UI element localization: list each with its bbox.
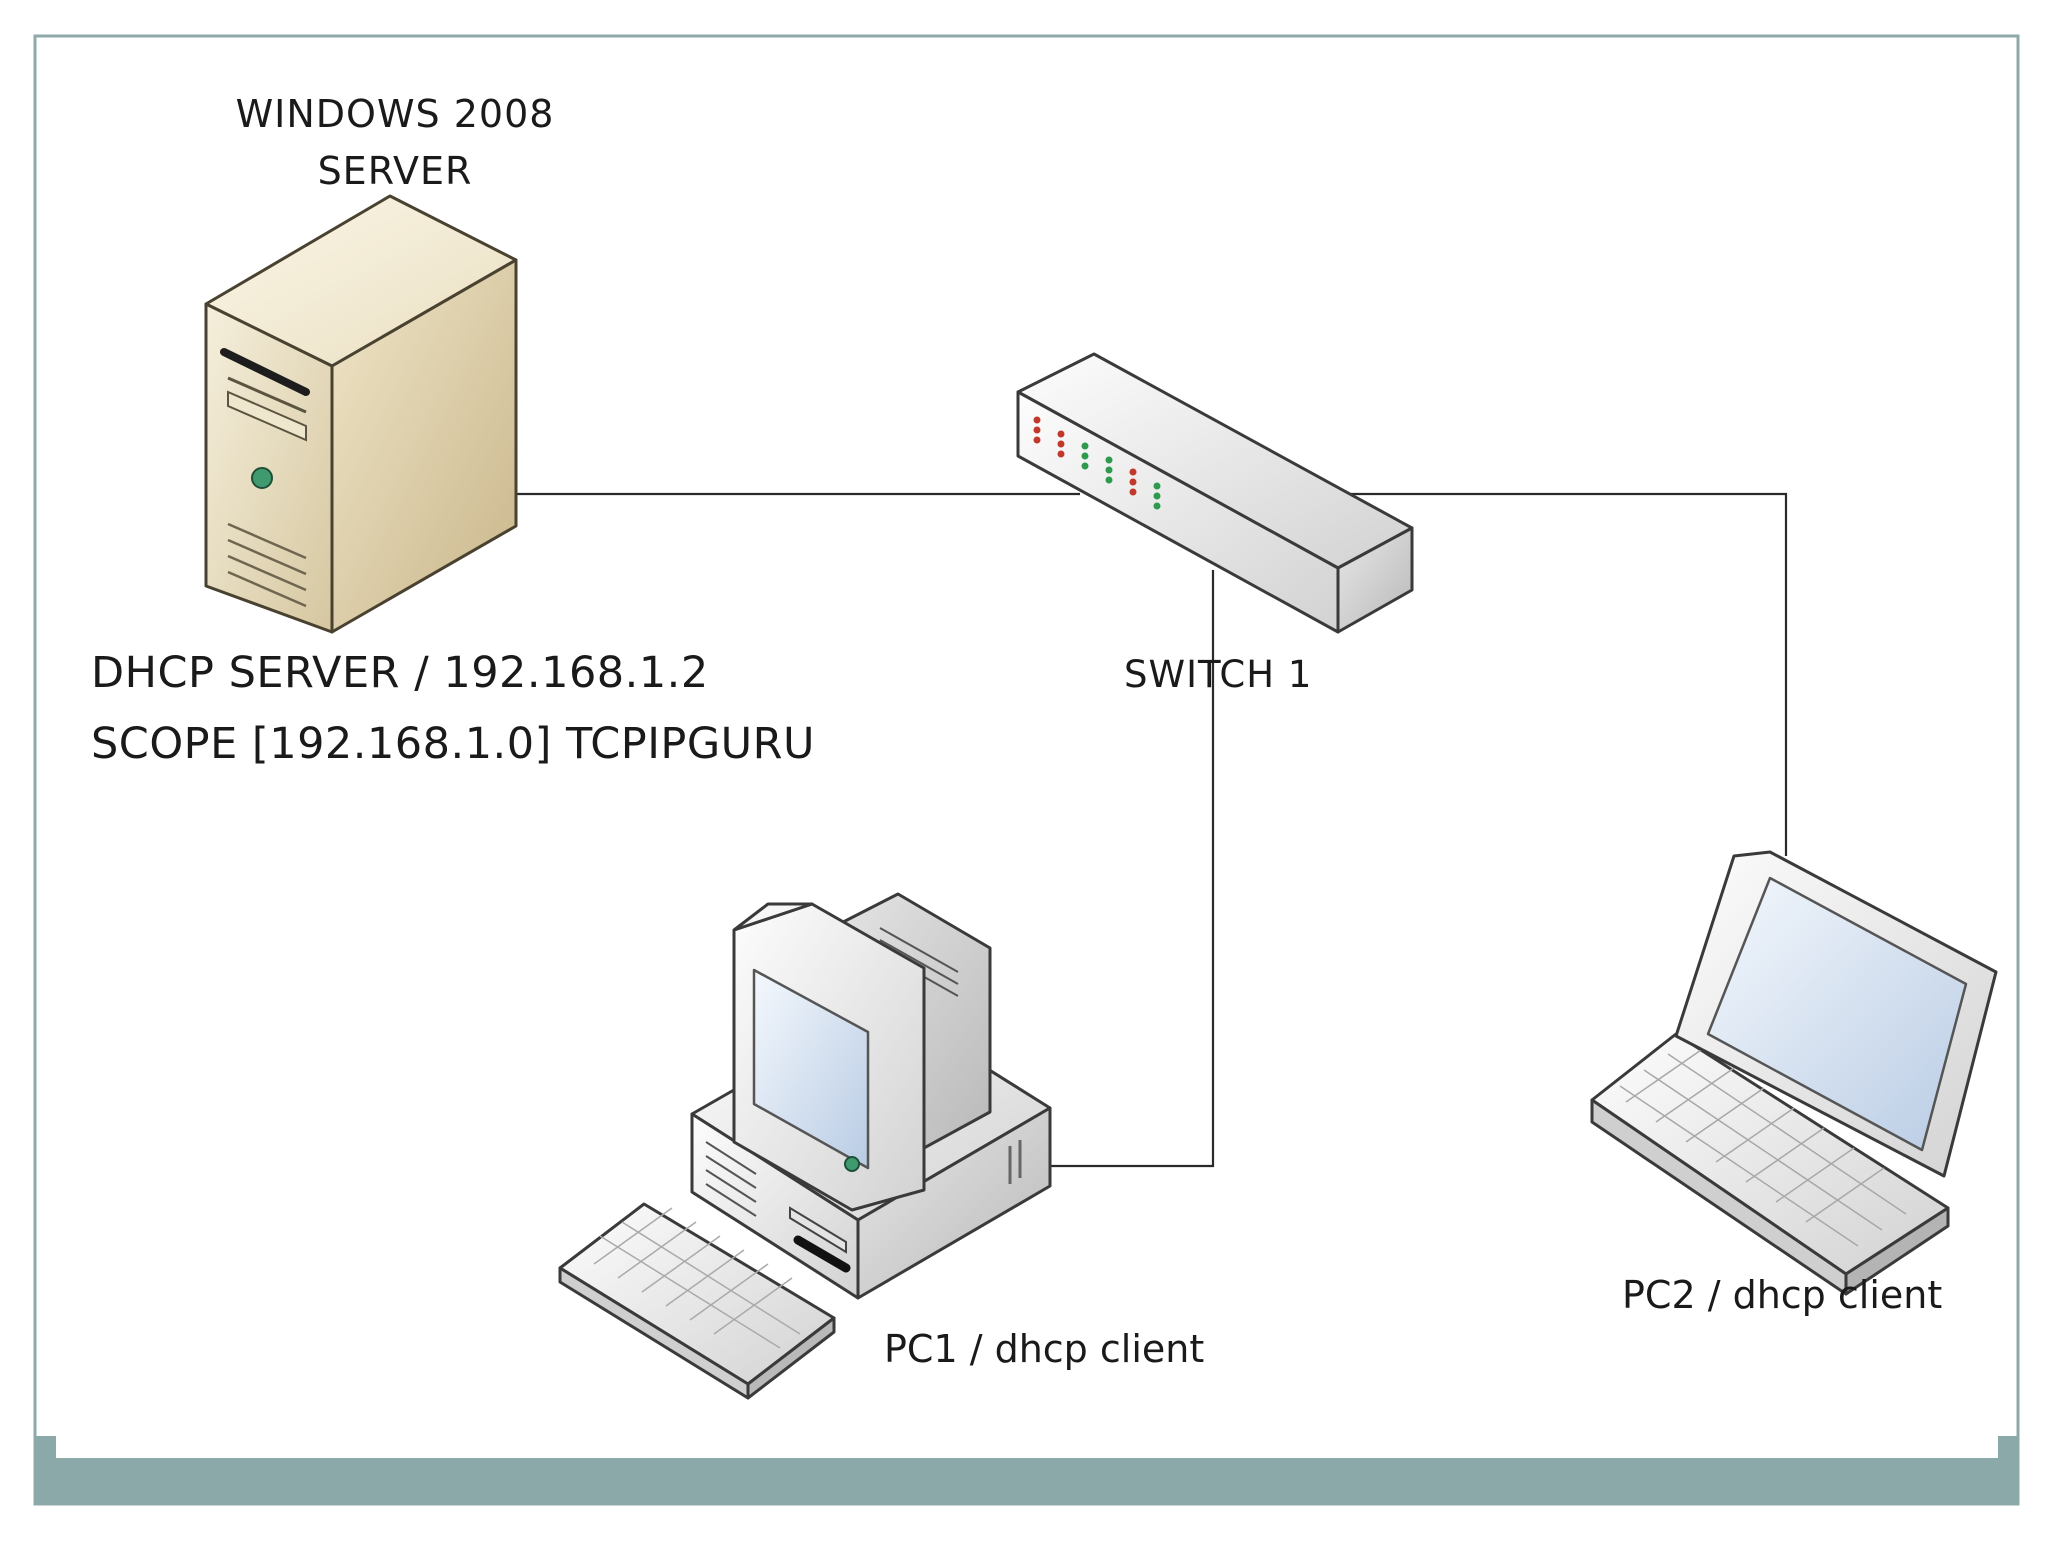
pc2-label: PC2 / dhcp client [1622, 1273, 1943, 1317]
dhcp-scope-label: SCOPE [192.168.1.0] TCPIPGURU [91, 719, 815, 769]
pc1-label: PC1 / dhcp client [884, 1327, 1205, 1371]
server-tower-icon[interactable] [204, 194, 518, 634]
switch-label: SWITCH 1 [1124, 653, 1313, 696]
network-switch-icon[interactable] [1016, 352, 1414, 634]
laptop-icon[interactable] [1590, 850, 1998, 1296]
switch-port-leds [1033, 416, 1161, 510]
link-switch-pc2 [1350, 492, 1788, 856]
dhcp-server-label: DHCP SERVER / 192.168.1.2 [91, 648, 709, 698]
server-title-line2: SERVER [317, 149, 473, 193]
link-switch-pc1 [1012, 570, 1215, 1168]
server-title-line1: WINDOWS 2008 [235, 92, 555, 136]
connectors [515, 492, 1788, 1168]
desktop-computer-icon[interactable] [558, 892, 1052, 1400]
server-title: WINDOWS 2008 SERVER [0, 86, 790, 200]
